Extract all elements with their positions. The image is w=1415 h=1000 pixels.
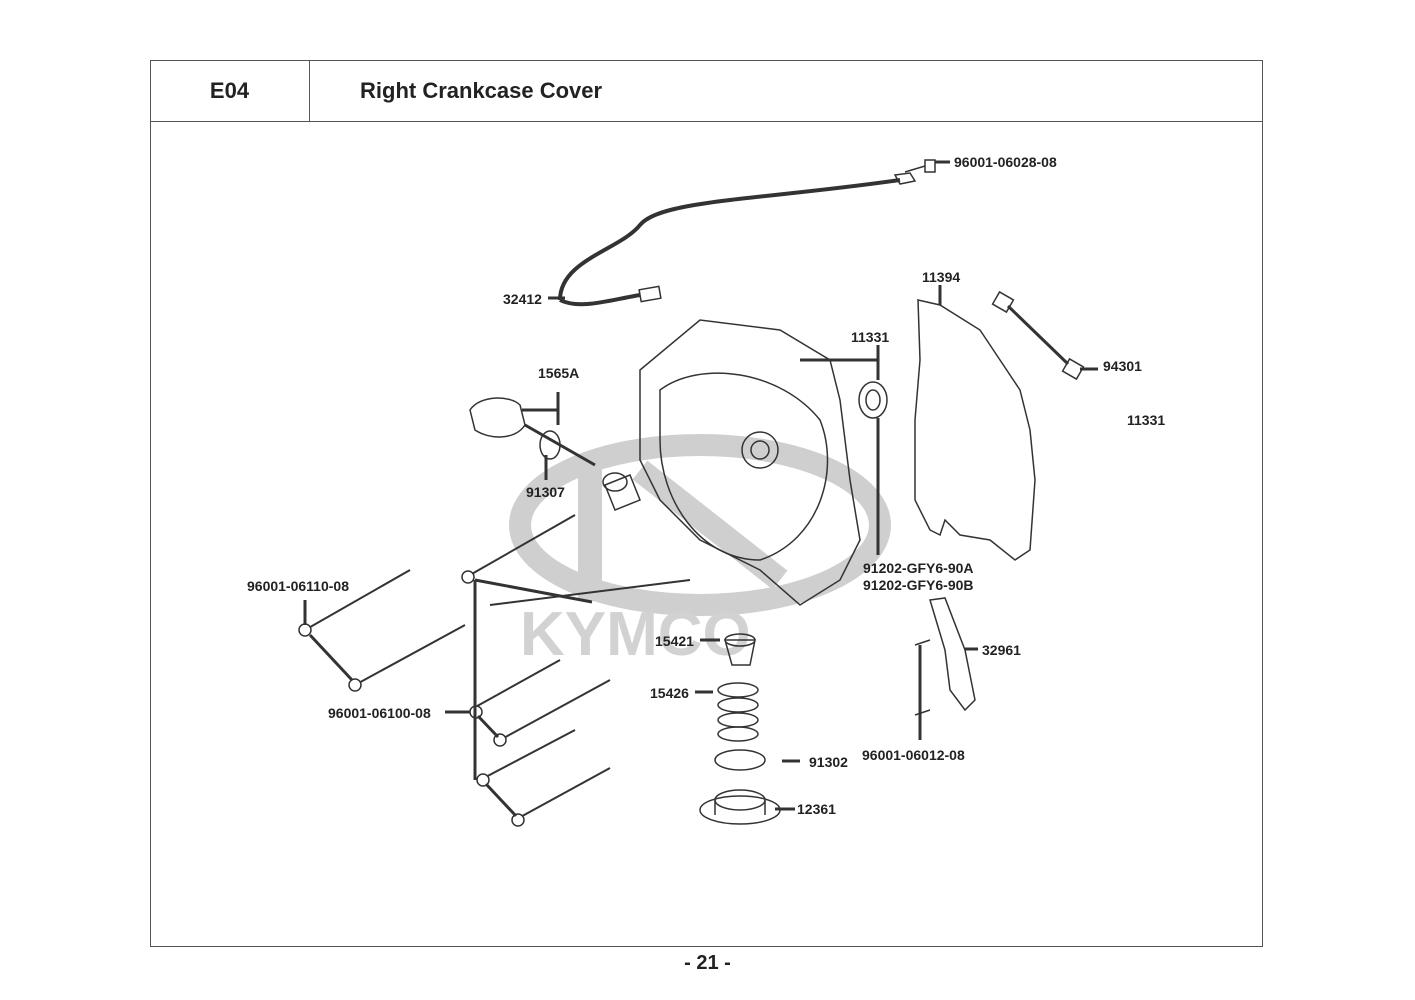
label-91307: 91307 <box>526 484 565 500</box>
crankcase-cover <box>639 319 861 606</box>
page-frame <box>150 60 1263 947</box>
watermark-text: KYMCO <box>520 600 751 669</box>
gasket <box>914 299 1036 561</box>
label-11394: 11394 <box>922 269 961 285</box>
label-96001-06110-08: 96001-06110-08 <box>247 578 349 594</box>
leader-lines <box>303 160 1098 818</box>
label-91302: 91302 <box>809 754 848 770</box>
label-94301: 94301 <box>1103 358 1142 374</box>
label-11331: 11331 <box>851 329 890 345</box>
wire-cable <box>558 178 901 301</box>
label-11331-side: 11331 <box>1127 412 1166 428</box>
label-91202-GFY6-90A: 91202-GFY6-90A <box>863 560 974 576</box>
label-96001-06028-08: 96001-06028-08 <box>954 154 1057 170</box>
page-number: - 21 - <box>684 952 731 974</box>
label-12361: 12361 <box>797 801 836 817</box>
header-divider <box>150 121 1263 122</box>
label-96001-06100-08: 96001-06100-08 <box>328 705 431 721</box>
label-96001-06012-08: 96001-06012-08 <box>862 747 965 763</box>
kymco-watermark <box>509 434 891 616</box>
label-15426: 15426 <box>650 685 689 701</box>
bolts <box>304 514 691 821</box>
label-15421: 15421 <box>655 633 694 649</box>
parts-drawings <box>298 159 1098 827</box>
label-32961: 32961 <box>982 642 1021 658</box>
label-91202-GFY6-90B: 91202-GFY6-90B <box>863 577 974 593</box>
label-1565A: 1565A <box>538 365 580 381</box>
page-title: Right Crankcase Cover <box>360 78 603 103</box>
label-32412: 32412 <box>503 291 542 307</box>
